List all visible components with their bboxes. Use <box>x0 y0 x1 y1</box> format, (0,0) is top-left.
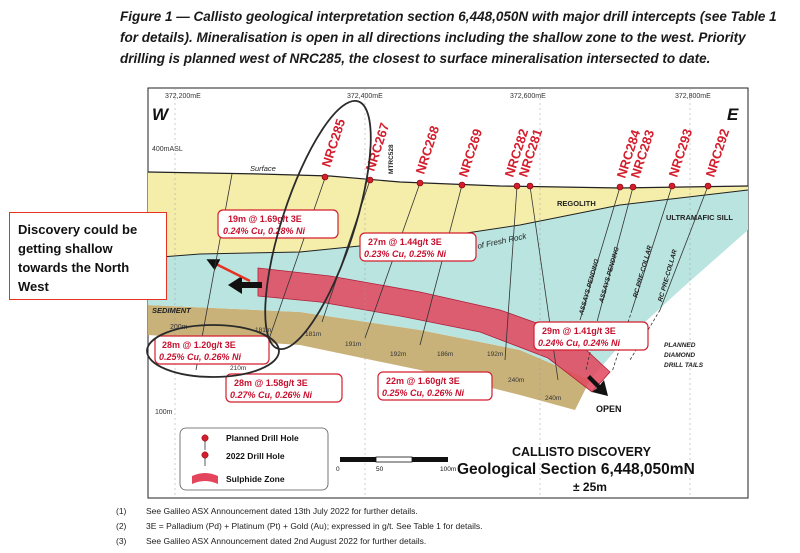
section-title: Geological Section 6,448,050mN <box>457 461 695 478</box>
ultramafic-label: ULTRAMAFIC SILL <box>666 213 733 222</box>
intercept-box-1: 19m @ 1.69g/t 3E 0.24% Cu, 0.28% Ni <box>217 209 339 239</box>
footnote-1: (1) See Galileo ASX Announcement dated 13… <box>116 504 776 519</box>
intercept-box-4: 28m @ 1.58g/t 3E 0.27% Cu, 0.26% Ni <box>225 373 343 403</box>
easting-label-372800: 372,800mE <box>675 93 711 100</box>
depth-label: 192m <box>390 351 406 358</box>
scale-100: 100m <box>440 466 456 473</box>
svg-text:0.24% Cu, 0.24% Ni: 0.24% Cu, 0.24% Ni <box>538 338 621 348</box>
depth-label: 240m <box>545 395 561 402</box>
footnotes: (1) See Galileo ASX Announcement dated 13… <box>116 504 776 549</box>
regolith-label: REGOLITH <box>557 199 596 208</box>
figure-caption: Figure 1 — Callisto geological interpret… <box>120 9 777 66</box>
depth-label: 191m <box>345 341 361 348</box>
scale-bar: 0 50 100m <box>336 456 456 473</box>
depth-label: 186m <box>437 351 453 358</box>
section-tolerance: ± 25m <box>573 480 607 494</box>
svg-text:0.24% Cu, 0.28% Ni: 0.24% Cu, 0.28% Ni <box>223 226 306 236</box>
drill-hole-2022-icon <box>201 451 209 459</box>
compass-west: W <box>152 105 170 124</box>
planned-tails-label: PLANNED DIAMOND DRILL TAILS <box>664 342 704 369</box>
surface-label: Surface <box>250 164 276 173</box>
depth-labels: 181m 181m 191m 192m 186m 192m 240m 240m … <box>230 327 561 402</box>
svg-text:28m @ 1.20g/t 3E: 28m @ 1.20g/t 3E <box>162 340 236 350</box>
footnote-3: (3) See Galileo ASX Announcement dated 2n… <box>116 534 776 549</box>
footnote-text: See Galileo ASX Announcement dated 2nd A… <box>146 536 427 546</box>
depth-label: 240m <box>508 377 524 384</box>
legend-sulphide: Sulphide Zone <box>226 474 285 484</box>
svg-text:29m @ 1.41g/t 3E: 29m @ 1.41g/t 3E <box>542 326 616 336</box>
footnote-text: 3E = Palladium (Pd) + Platinum (Pt) + Go… <box>146 521 483 531</box>
easting-label-372600: 372,600mE <box>510 93 546 100</box>
scale-50: 50 <box>376 466 384 473</box>
drill-collars <box>321 173 712 191</box>
intercept-box-3: 28m @ 1.20g/t 3E 0.25% Cu, 0.26% Ni <box>154 335 270 365</box>
open-label: OPEN <box>596 404 622 414</box>
open-arrow-east <box>587 375 608 396</box>
grid-lines <box>174 88 691 498</box>
depth-label: 210m <box>230 365 246 372</box>
open-arrow-west <box>228 276 262 294</box>
svg-text:0.25% Cu, 0.26% Ni: 0.25% Cu, 0.26% Ni <box>159 352 242 362</box>
svg-text:0.25% Cu, 0.26% Ni: 0.25% Cu, 0.26% Ni <box>382 388 465 398</box>
planned-hole-icon <box>201 434 209 442</box>
legend: Planned Drill Hole 2022 Drill Hole Sulph… <box>179 427 329 491</box>
callout-box: Discovery could be getting shallow towar… <box>9 212 167 300</box>
legend-2022: 2022 Drill Hole <box>226 451 285 461</box>
section-subtitle: CALLISTO DISCOVERY <box>512 445 652 459</box>
rl-label-400: 400mASL <box>152 146 183 153</box>
easting-label-372200: 372,200mE <box>165 93 201 100</box>
footnote-number: (2) <box>116 521 127 531</box>
intercept-box-6: 29m @ 1.41g/t 3E 0.24% Cu, 0.24% Ni <box>533 321 649 351</box>
intercept-box-5: 22m @ 1.60g/t 3E 0.25% Cu, 0.26% Ni <box>377 371 493 401</box>
sediment-label: SEDIMENT <box>152 306 192 315</box>
svg-text:19m @ 1.69g/t 3E: 19m @ 1.69g/t 3E <box>228 214 302 224</box>
footnote-2: (2) 3E = Palladium (Pd) + Platinum (Pt) +… <box>116 519 776 534</box>
svg-text:0.27% Cu, 0.26% Ni: 0.27% Cu, 0.26% Ni <box>230 390 313 400</box>
intercept-box-2: 27m @ 1.44g/t 3E 0.23% Cu, 0.25% Ni <box>359 232 477 262</box>
compass-east: E <box>727 105 739 124</box>
depth-label: 181m <box>305 331 321 338</box>
footnote-text: See Galileo ASX Announcement dated 13th … <box>146 506 418 516</box>
depth-label: 181m <box>255 327 271 334</box>
sulphide-zone-swatch <box>192 473 218 484</box>
scale-0: 0 <box>336 466 340 473</box>
open-arrow-west-red <box>206 259 251 283</box>
rl-label-100: 100m <box>155 409 173 416</box>
svg-text:22m @ 1.60g/t 3E: 22m @ 1.60g/t 3E <box>386 376 460 386</box>
rl-label-200: 200m <box>170 324 188 331</box>
highlight-ellipse-nrc285 <box>264 99 372 351</box>
hole-label-mtrc528: MTRC528 <box>388 144 395 174</box>
svg-text:28m @ 1.58g/t 3E: 28m @ 1.58g/t 3E <box>234 378 308 388</box>
legend-planned: Planned Drill Hole <box>226 433 299 443</box>
easting-label-372400: 372,400mE <box>347 93 383 100</box>
svg-text:27m @ 1.44g/t 3E: 27m @ 1.44g/t 3E <box>368 237 442 247</box>
footnote-number: (1) <box>116 506 127 516</box>
footnote-number: (3) <box>116 536 127 546</box>
depth-label: 192m <box>487 351 503 358</box>
highlight-ellipse-intercept <box>146 324 280 378</box>
svg-text:0.23% Cu, 0.25% Ni: 0.23% Cu, 0.25% Ni <box>364 249 447 259</box>
